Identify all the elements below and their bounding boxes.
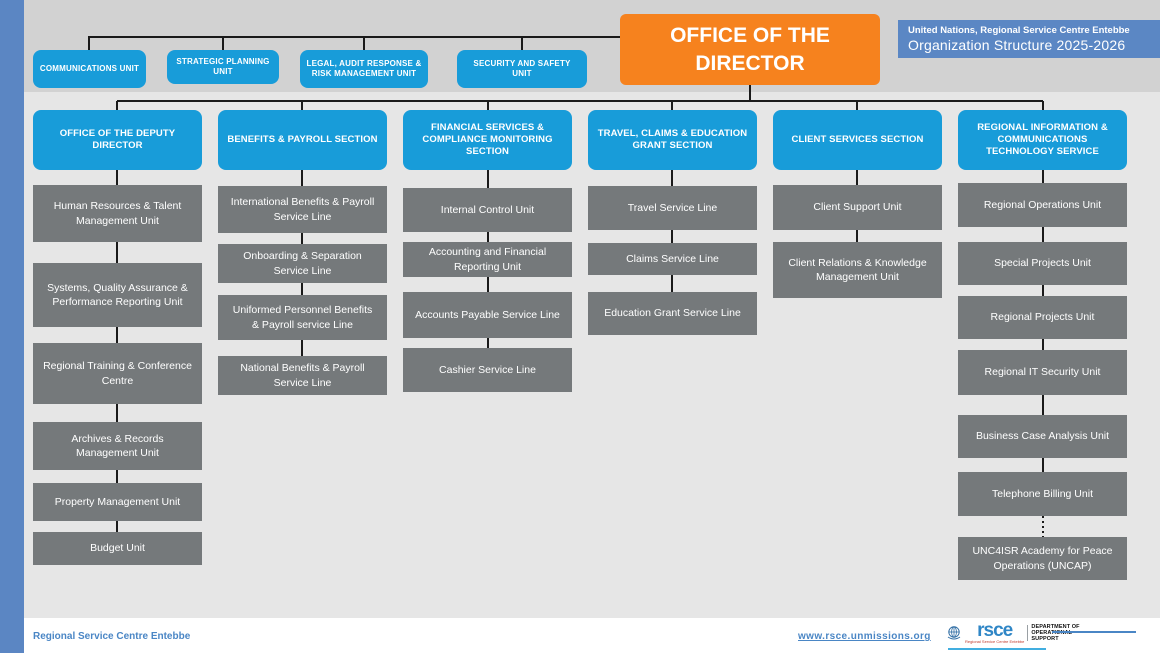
- unit-box: Business Case Analysis Unit: [958, 415, 1127, 458]
- rsce-wordmark-subtitle: Regional Service Centre Entebbe: [965, 638, 1025, 644]
- unit-box: Regional Projects Unit: [958, 296, 1127, 339]
- chart-title-line1: United Nations, Regional Service Centre …: [908, 25, 1130, 36]
- chart-title-box: United Nations, Regional Service Centre …: [898, 20, 1160, 58]
- unit-box: Regional Operations Unit: [958, 183, 1127, 227]
- unit-box: Claims Service Line: [588, 243, 757, 275]
- unit-box: Uniformed Personnel Benefits & Payroll s…: [218, 295, 387, 340]
- section-travel-claims: TRAVEL, CLAIMS & EDUCATION GRANT SECTION: [588, 110, 757, 170]
- top-unit-strategic-planning: STRATEGIC PLANNING UNIT: [167, 50, 279, 84]
- unit-box: Onboarding & Separation Service Line: [218, 244, 387, 283]
- section-deputy-director: OFFICE OF THE DEPUTY DIRECTOR: [33, 110, 202, 170]
- unit-box: Cashier Service Line: [403, 348, 572, 392]
- footer-bar: [24, 618, 1160, 653]
- unit-box: National Benefits & Payroll Service Line: [218, 356, 387, 395]
- unit-box: Budget Unit: [33, 532, 202, 565]
- unit-box: Systems, Quality Assurance & Performance…: [33, 263, 202, 327]
- unit-box: Client Relations & Knowledge Management …: [773, 242, 942, 298]
- un-emblem-icon: [947, 626, 961, 640]
- unit-box: Archives & Records Management Unit: [33, 422, 202, 470]
- department-of-operational-support-label: DEPARTMENT OF OPERATIONAL SUPPORT: [1031, 623, 1080, 643]
- unit-box: Travel Service Line: [588, 186, 757, 230]
- rsce-wordmark: rsce: [977, 620, 1013, 642]
- unit-box: Internal Control Unit: [403, 188, 572, 232]
- unit-box: Special Projects Unit: [958, 242, 1127, 285]
- footer-website-link[interactable]: www.rsce.unmissions.org: [798, 631, 931, 642]
- unit-box: Property Management Unit: [33, 483, 202, 521]
- office-of-the-director-box: OFFICE OF THE DIRECTOR: [620, 14, 880, 85]
- left-accent-band: [0, 0, 24, 653]
- unit-box: Regional Training & Conference Centre: [33, 343, 202, 404]
- section-regional-ict: REGIONAL INFORMATION & COMMUNICATIONS TE…: [958, 110, 1127, 170]
- logo-underline: [948, 648, 1046, 650]
- footer-org-name: Regional Service Centre Entebbe: [33, 631, 191, 642]
- unit-box: Accounts Payable Service Line: [403, 292, 572, 338]
- top-unit-security-safety: SECURITY AND SAFETY UNIT: [457, 50, 587, 88]
- unit-box: International Benefits & Payroll Service…: [218, 186, 387, 233]
- unit-box: Client Support Unit: [773, 185, 942, 230]
- top-unit-communications: COMMUNICATIONS UNIT: [33, 50, 146, 88]
- unit-box: Regional IT Security Unit: [958, 350, 1127, 395]
- top-unit-legal-audit: LEGAL, AUDIT RESPONSE & RISK MANAGEMENT …: [300, 50, 428, 88]
- logo-divider: [1027, 625, 1029, 641]
- section-financial-services: FINANCIAL SERVICES & COMPLIANCE MONITORI…: [403, 110, 572, 170]
- rsce-logo: rsce Regional Service Centre Entebbe DEP…: [946, 620, 1081, 646]
- unit-box: UNC4ISR Academy for Peace Operations (UN…: [958, 537, 1127, 580]
- section-benefits-payroll: BENEFITS & PAYROLL SECTION: [218, 110, 387, 170]
- unit-box: Human Resources & Talent Management Unit: [33, 185, 202, 242]
- unit-box: Telephone Billing Unit: [958, 472, 1127, 516]
- footer-rule: [1052, 631, 1136, 633]
- unit-box: Education Grant Service Line: [588, 292, 757, 335]
- chart-title-line2: Organization Structure 2025-2026: [908, 36, 1126, 53]
- section-client-services: CLIENT SERVICES SECTION: [773, 110, 942, 170]
- unit-box: Accounting and Financial Reporting Unit: [403, 242, 572, 277]
